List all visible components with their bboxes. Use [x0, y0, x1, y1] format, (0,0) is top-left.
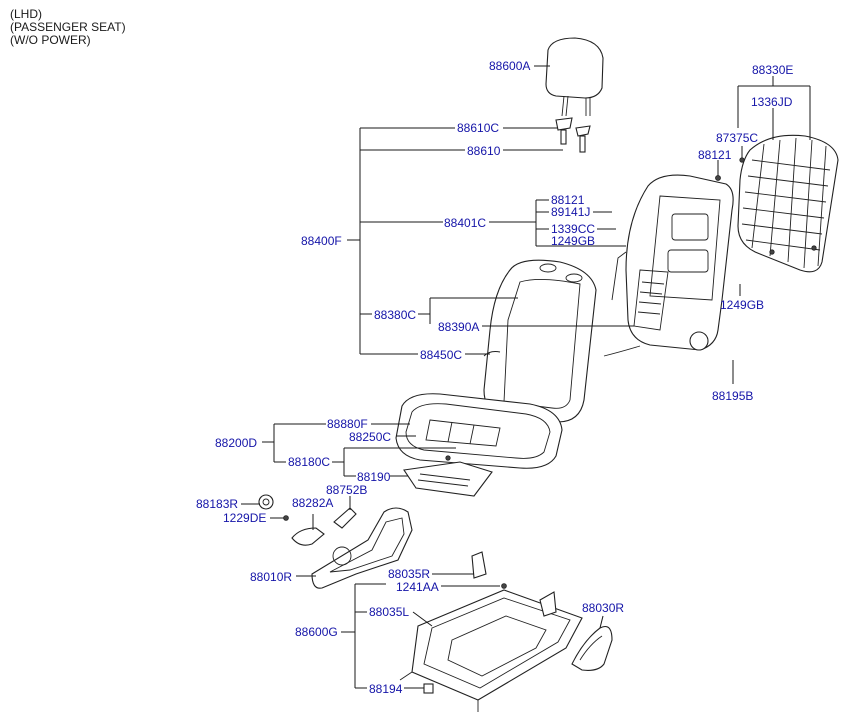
label-88250C: 88250C — [349, 430, 391, 444]
label-88030R: 88030R — [582, 601, 624, 615]
label-88752B: 88752B — [326, 483, 367, 497]
headrest-guide-drawing — [555, 117, 591, 153]
label-88610: 88610 — [467, 144, 501, 158]
leader-lines — [241, 65, 811, 689]
label-1241AA: 1241AA — [396, 580, 439, 594]
label-88380C: 88380C — [374, 308, 416, 322]
label-88010R: 88010R — [250, 570, 292, 584]
label-88194: 88194 — [369, 682, 403, 696]
label-88195B: 88195B — [712, 389, 753, 403]
label-1249GB-a: 1249GB — [551, 234, 595, 248]
label-1339CC: 1339CC — [551, 222, 595, 236]
label-88600A: 88600A — [489, 59, 530, 73]
label-88330E: 88330E — [752, 63, 793, 77]
label-1336JD: 1336JD — [751, 95, 793, 109]
label-88390A: 88390A — [438, 320, 479, 334]
side-shield-drawing — [311, 507, 413, 589]
label-88035L: 88035L — [369, 605, 409, 619]
header-lhd: (LHD) — [10, 7, 42, 21]
label-88180C: 88180C — [288, 455, 330, 469]
label-88190: 88190 — [357, 470, 391, 484]
label-88183R: 88183R — [196, 497, 238, 511]
header-without-power: (W/O POWER) — [10, 33, 91, 47]
label-88035R: 88035R — [388, 567, 430, 581]
back-board-drawing — [737, 134, 839, 273]
label-88880F: 88880F — [327, 417, 368, 431]
seat-track-drawing — [399, 551, 583, 712]
header-passenger-seat: (PASSENGER SEAT) — [10, 20, 126, 34]
cushion-frame-drawing — [403, 455, 493, 497]
seat-back-frame-drawing — [603, 174, 734, 357]
part-labels: 88600A 88610C 88610 88400F 88401C 88121 … — [196, 59, 793, 696]
seat-back-cover-drawing — [483, 259, 597, 423]
label-88600G: 88600G — [295, 625, 338, 639]
seat-cushion-drawing — [395, 393, 563, 469]
label-1249GB-b: 1249GB — [720, 298, 764, 312]
label-88121-b: 88121 — [698, 148, 732, 162]
trim-knob-drawing — [258, 494, 357, 546]
label-88401C: 88401C — [444, 216, 486, 230]
label-88121-a: 88121 — [551, 193, 585, 207]
headrest-drawing — [545, 37, 604, 117]
label-1229DE: 1229DE — [223, 511, 266, 525]
label-88400F: 88400F — [301, 234, 342, 248]
label-88450C: 88450C — [420, 348, 462, 362]
label-88200D: 88200D — [215, 436, 257, 450]
label-87375C: 87375C — [716, 131, 758, 145]
label-88610C: 88610C — [457, 121, 499, 135]
label-89141J: 89141J — [551, 205, 590, 219]
side-cover-drawing — [571, 625, 613, 671]
diagram-header: (LHD) (PASSENGER SEAT) (W/O POWER) — [10, 8, 126, 47]
label-88282A: 88282A — [292, 496, 333, 510]
